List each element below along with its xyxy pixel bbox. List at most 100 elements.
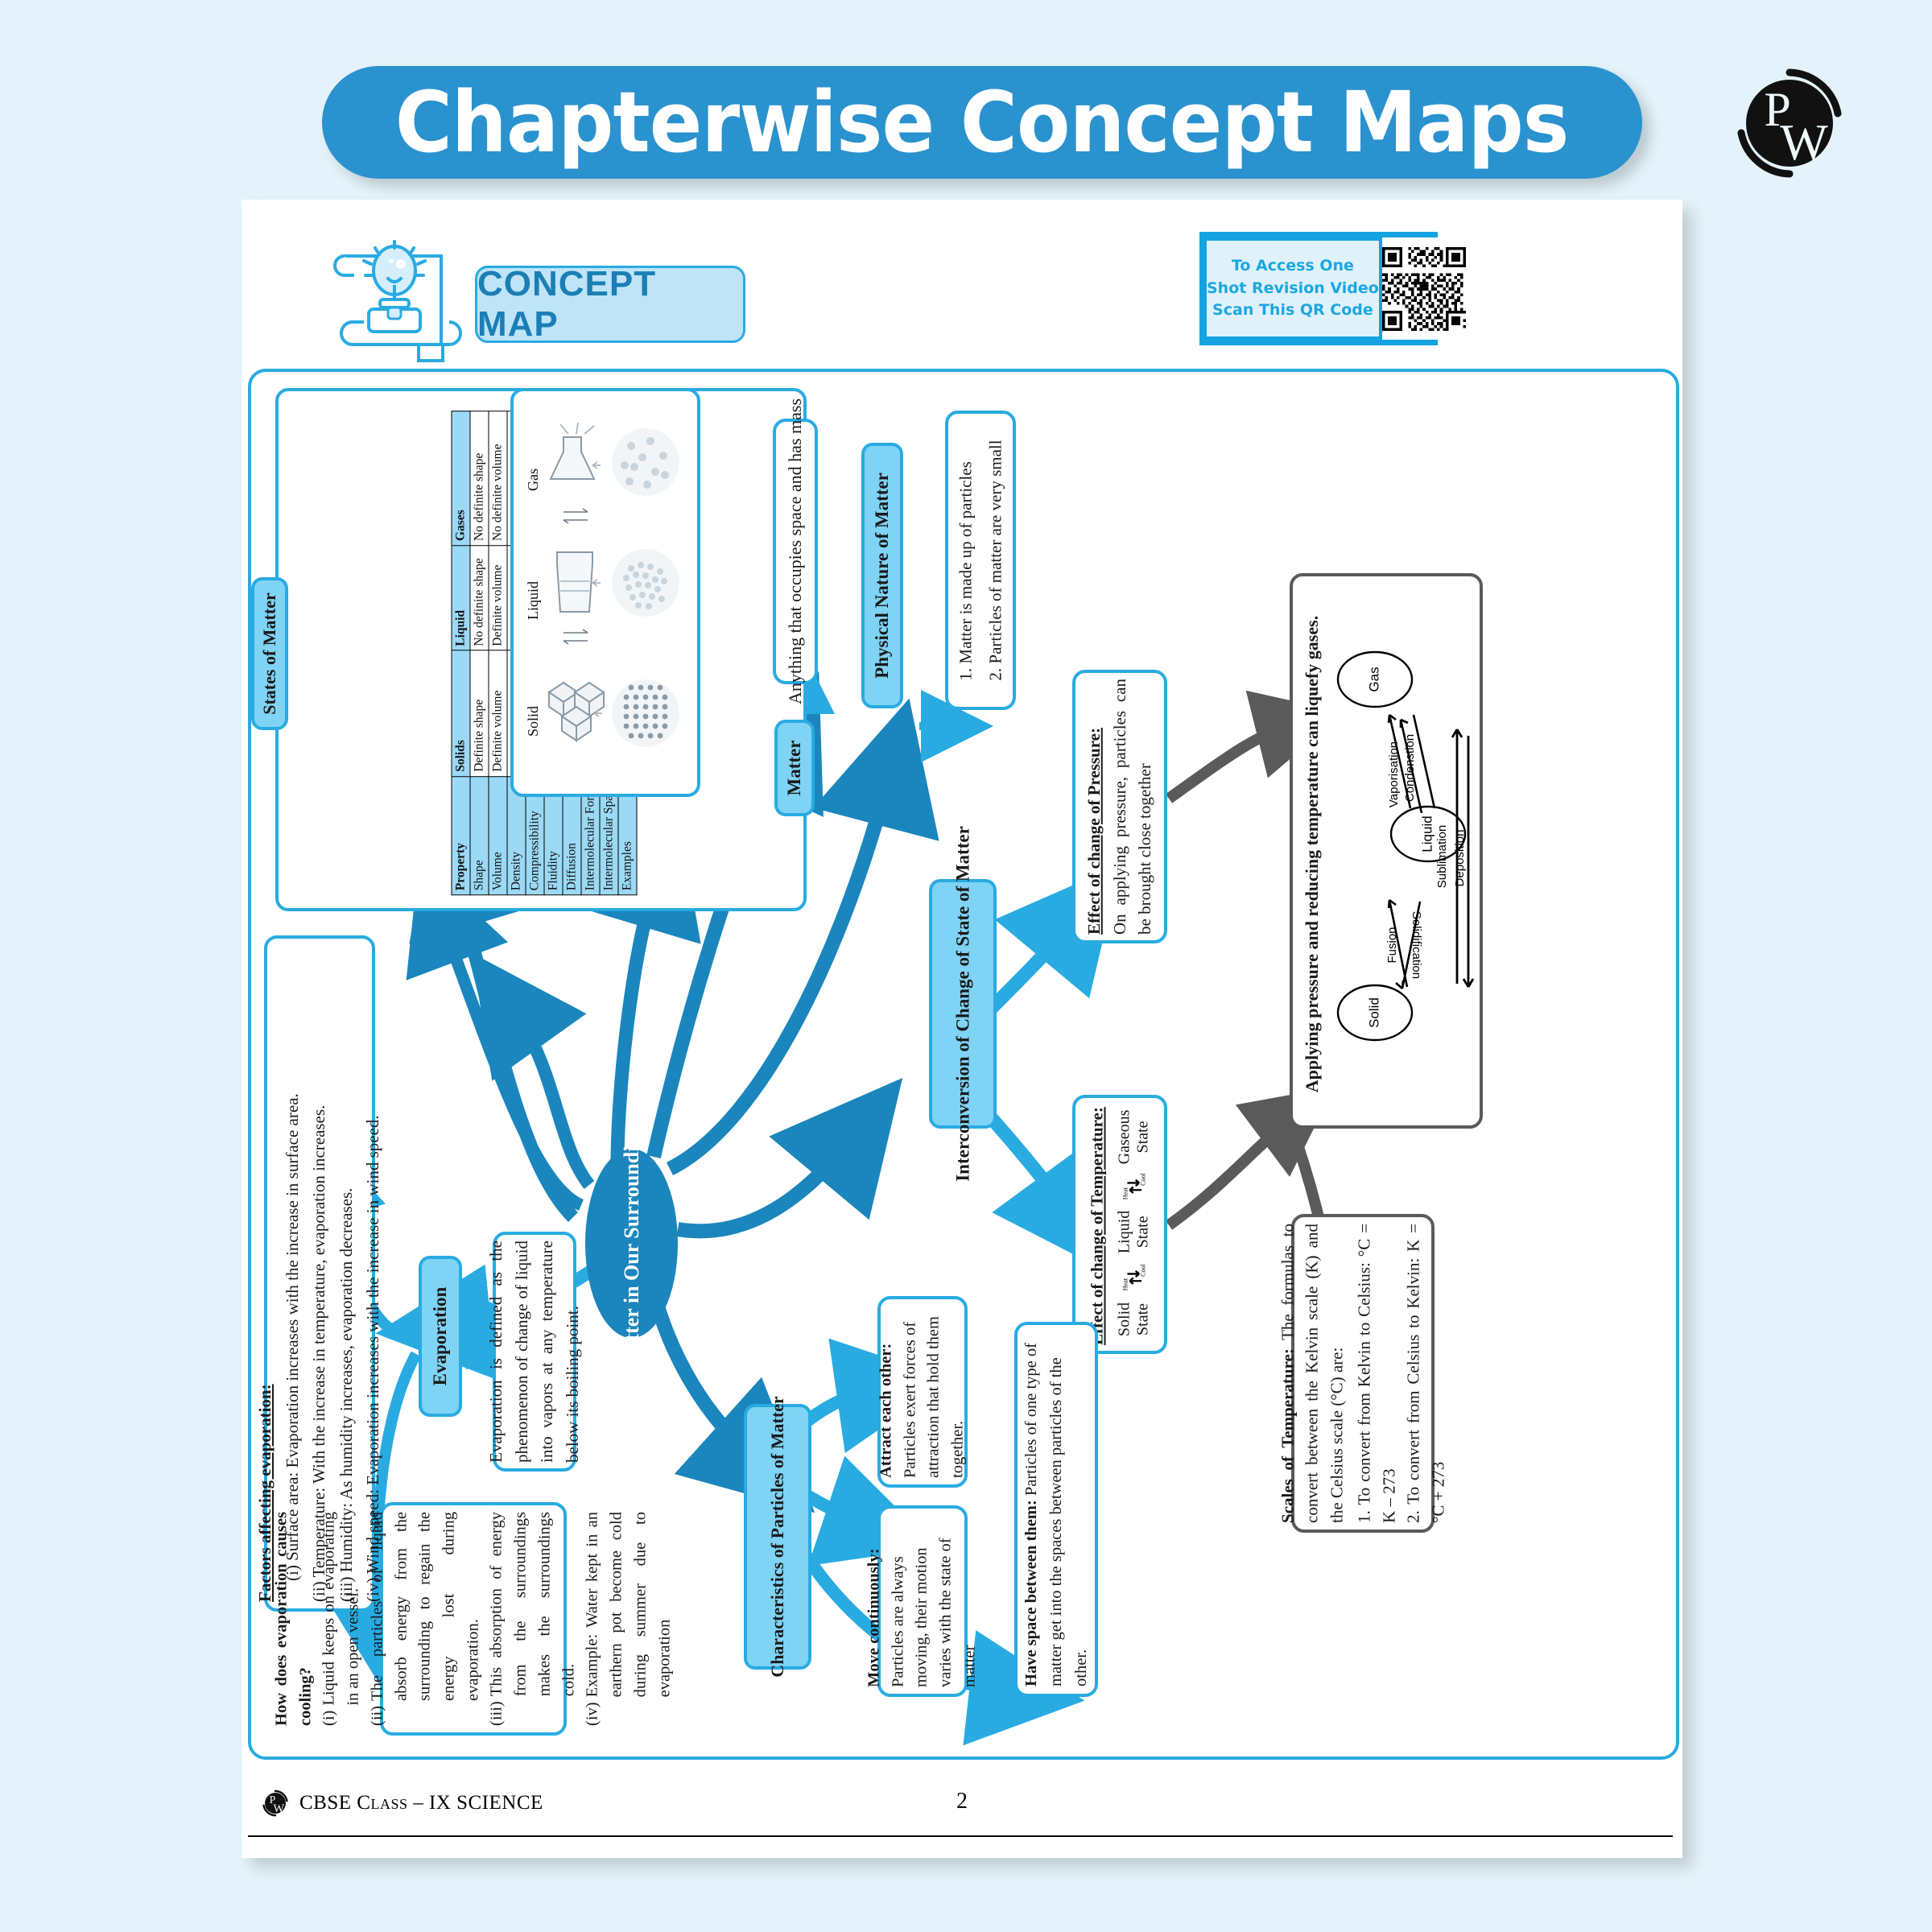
liquefy-title: Applying pressure and reducing temperatu…: [1302, 615, 1322, 1093]
cooling-text-2: The particles of liquid absorb energy fr…: [368, 1512, 482, 1701]
pw-footer-logo-icon: P W: [262, 1790, 288, 1817]
heat-cool-arrows-icon-2: Heat Cool: [1121, 1174, 1146, 1200]
svg-text:W: W: [274, 1802, 285, 1815]
scales-item-1: 1. To convert from Kelvin to Celsius: °C…: [1354, 1224, 1399, 1523]
cooling-marker-3: (iii): [487, 1701, 506, 1726]
temp-state-solid: Solid State: [1115, 1302, 1152, 1337]
transition-vaporisation: Vaporisation: [1387, 741, 1401, 807]
qr-code-icon[interactable]: [1381, 237, 1466, 340]
temperature-effect-box: Effect of change of Temperature: Solid S…: [1072, 1095, 1167, 1354]
qr-line-3: Scan This QR Code: [1212, 301, 1373, 320]
temp-state-gaseous: Gaseous State: [1115, 1109, 1152, 1165]
characteristic-space-box: Have space between them: Particles of on…: [1014, 1322, 1098, 1697]
page-footer: P W CBSE Class – IX SCIENCE 2: [248, 1789, 1673, 1837]
temperature-effect-title: Effect of change of Temperature:: [1087, 1107, 1107, 1345]
qr-text: To Access One Shot Revision Video Scan T…: [1207, 241, 1379, 336]
matter-definition-box: Anything that occupies space and has mas…: [773, 398, 818, 704]
particle-label-gas: Gas: [525, 469, 541, 491]
cycle-node-solid: Solid: [1366, 997, 1381, 1028]
cooling-text-1: Liquid keeps on evaporating in an open v…: [320, 1512, 362, 1706]
cooling-text-4: Example: Water kept in an earthern pot b…: [583, 1512, 673, 1698]
factors-item-1: (i) Surface area: Evaporation increases …: [282, 1093, 302, 1581]
heat-cool-arrows-icon-1: Heat Cool: [1121, 1265, 1146, 1290]
page-title: Chapterwise Concept Maps: [395, 73, 1570, 171]
cooling-marker-2: (ii): [368, 1705, 386, 1726]
qr-callout[interactable]: To Access One Shot Revision Video Scan T…: [1199, 232, 1466, 345]
transition-deposition: Deposition: [1453, 830, 1467, 887]
characteristic-move-box: Move continuously: Particles are always …: [865, 1505, 979, 1697]
cycle-node-gas: Gas: [1366, 667, 1381, 691]
transition-fusion: Fusion: [1385, 927, 1399, 963]
pressure-effect-title: Effect of change of Pressure:: [1084, 728, 1104, 935]
svg-text:Cool: Cool: [1139, 1265, 1146, 1277]
factors-item-2: (ii) Temperature: With the increase in t…: [309, 1104, 329, 1602]
scales-of-temperature-box: Scales of Temperature: The formulas to c…: [1278, 1214, 1447, 1533]
physical-nature-point-2: 2. Particles of matter are very small: [985, 440, 1005, 681]
particle-illustration-panel: Gas: [510, 388, 700, 797]
svg-text:Heat: Heat: [1121, 1187, 1129, 1200]
scales-item-2: 2. To convert from Celsius to Kelvin: K …: [1403, 1224, 1448, 1523]
states-of-matter-label-text: States of Matter: [259, 592, 279, 715]
table-col-0: Property: [452, 776, 470, 895]
scales-title: Scales of Temperature:: [1278, 1348, 1298, 1523]
table-col-1: Solids: [452, 650, 470, 777]
cooling-marker-1: (i): [320, 1710, 338, 1726]
characteristic-space-head: Have space between them:: [1022, 1500, 1040, 1686]
concept-map-label: CONCEPT MAP: [477, 264, 657, 344]
liquefy-gases-box: Applying pressure and reducing temperatu…: [1290, 573, 1483, 1129]
node-characteristics-label: Characteristics of Particles of Matter: [767, 1396, 788, 1678]
pressure-effect-body: On applying pressure, particles can be b…: [1109, 679, 1154, 935]
concept-map-pill: CONCEPT MAP: [475, 264, 745, 344]
svg-text:Heat: Heat: [1121, 1278, 1129, 1290]
central-node-matter-in-our-surroundings[interactable]: Matter in Our Surroundings: [585, 1116, 678, 1371]
characteristic-move-text: Particles are always moving, their motio…: [889, 1538, 979, 1687]
transition-sublimation: Sublimation: [1435, 825, 1449, 888]
evaporation-definition-box: Evaporation is defined as the phenomenon…: [486, 1232, 582, 1472]
footer-page-number: 2: [956, 1789, 968, 1814]
footer-course-label: CBSE Class – IX SCIENCE: [299, 1792, 543, 1814]
svg-text:W: W: [1780, 114, 1828, 171]
qr-line-1: To Access One: [1231, 257, 1354, 275]
svg-text:Cool: Cool: [1139, 1174, 1146, 1186]
svg-text:P: P: [1764, 83, 1790, 136]
node-characteristics-of-particles[interactable]: Characteristics of Particles of Matter: [744, 1396, 811, 1678]
table-cell: Shape: [470, 776, 489, 895]
cooling-title: How does evaporation causes cooling?: [272, 1512, 315, 1726]
factors-item-3: (iii) Humidity: As humidity increases, e…: [336, 1187, 356, 1602]
cooling-marker-4: (iv): [583, 1702, 601, 1726]
svg-text:P: P: [270, 1794, 276, 1806]
node-matter-label: Matter: [784, 740, 804, 796]
characteristic-attract-head: Attract each other:: [877, 1343, 895, 1478]
table-col-3: Gases: [452, 411, 470, 546]
node-physical-nature[interactable]: Physical Nature of Matter: [861, 443, 903, 708]
cycle-node-liquid: Liquid: [1419, 815, 1435, 852]
characteristic-attract-box: Attract each other: Particles exert forc…: [877, 1296, 968, 1488]
node-interconversion[interactable]: Interconversion of Change of State of Ma…: [929, 826, 997, 1182]
node-evaporation-label: Evaporation: [430, 1286, 450, 1386]
footer-left: P W CBSE Class – IX SCIENCE: [261, 1789, 543, 1818]
pressure-effect-box: Effect of change of Pressure: On applyin…: [1072, 670, 1167, 943]
state-change-cycle-diagram: Gas Liquid Solid Vaporisation Condenstio…: [1336, 650, 1475, 1042]
footer-divider: [248, 1835, 1673, 1837]
node-evaporation[interactable]: Evaporation: [419, 1256, 462, 1417]
node-matter[interactable]: Matter: [774, 720, 815, 816]
table-col-2: Liquid: [452, 545, 470, 651]
table-cell: No definite volume: [489, 411, 507, 546]
qr-line-2: Shot Revision Video: [1207, 279, 1379, 297]
concept-map-header: CONCEPT MAP: [330, 238, 749, 367]
pw-logo-icon: P W: [1737, 68, 1842, 178]
table-cell: Definite shape: [470, 650, 489, 777]
characteristic-move-head: Move continuously:: [865, 1548, 883, 1687]
table-cell: Definite volume: [489, 650, 507, 777]
physical-nature-point-1: 1. Matter is made up of particles: [956, 461, 976, 681]
table-cell: Volume: [489, 776, 507, 895]
node-physical-nature-label: Physical Nature of Matter: [872, 473, 892, 679]
characteristic-attract-text: Particles exert forces of attraction tha…: [901, 1316, 967, 1478]
cooling-box: How does evaporation causes cooling? (i)…: [272, 1502, 673, 1736]
physical-nature-points-box: 1. Matter is made up of particles 2. Par…: [945, 411, 1016, 710]
header-banner: Chapterwise Concept Maps: [322, 66, 1642, 179]
factors-item-4: (iv) Wind speed: Evaporation increases w…: [363, 1115, 383, 1602]
